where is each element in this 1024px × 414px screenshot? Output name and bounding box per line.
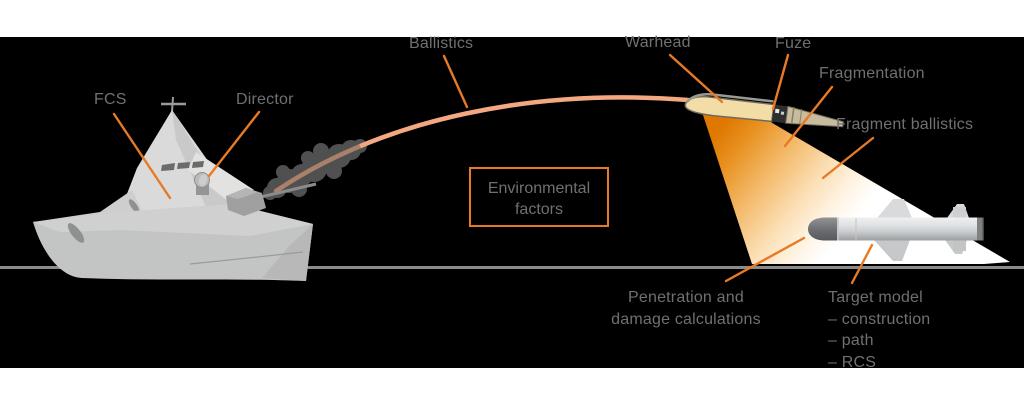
trajectory-arc xyxy=(273,95,691,194)
deckhouse-vent xyxy=(128,199,140,213)
missile-nose xyxy=(808,217,837,241)
fuze-detail xyxy=(774,108,780,114)
label-director: Director xyxy=(236,91,294,108)
leader-fragmentation xyxy=(783,85,834,148)
label-fragmentation: Fragmentation xyxy=(819,65,925,82)
missile-tail-stub-bottom xyxy=(953,240,966,251)
ship-illustration xyxy=(33,96,317,281)
nose-cone-stripe xyxy=(790,107,795,125)
leader-warhead xyxy=(668,53,724,104)
missile-lower-wing xyxy=(874,240,910,261)
target-model-title: Target model xyxy=(828,289,923,306)
hull-chine-line xyxy=(189,251,304,265)
missile-aft xyxy=(977,217,983,241)
missile-body xyxy=(831,217,978,241)
label-fcs: FCS xyxy=(94,91,127,108)
director-dish-face xyxy=(198,174,208,186)
bottom-white-band xyxy=(0,368,1024,414)
leader-director xyxy=(207,110,261,178)
nose-cone-stripe-2 xyxy=(799,109,803,125)
horizon-line xyxy=(0,266,1024,269)
leader-ballistics xyxy=(442,54,469,109)
missile-upper-wing xyxy=(877,199,912,218)
penetration-line1: Penetration and xyxy=(628,289,744,306)
environmental-factors-line2: factors xyxy=(514,201,563,218)
label-fragment-ballistics: Fragment ballistics xyxy=(836,116,974,133)
projectile-shell xyxy=(684,93,844,128)
environmental-factors-line1: Environmental xyxy=(487,180,591,197)
bridge-face xyxy=(188,152,254,201)
label-fuze: Fuze xyxy=(775,35,812,52)
label-penetration-damage: Penetration and damage calculations xyxy=(576,287,796,330)
target-model-item-rcs: – RCS xyxy=(828,353,877,371)
environmental-factors-box: Environmental factors xyxy=(469,167,609,227)
target-missile xyxy=(808,199,984,261)
bow-shade xyxy=(262,224,313,281)
target-model-item-path: – path xyxy=(828,332,874,350)
leader-penetration xyxy=(724,236,806,283)
missile-tail-stub-top xyxy=(953,207,966,218)
hull-vent xyxy=(67,223,85,243)
leader-fuze xyxy=(771,53,790,111)
label-ballistics: Ballistics xyxy=(409,35,474,52)
top-white-band xyxy=(0,0,1024,37)
leader-fragment-ballistics xyxy=(821,136,875,180)
penetration-line2: damage calculations xyxy=(611,310,761,328)
label-warhead: Warhead xyxy=(625,34,691,51)
gun-turret-top xyxy=(226,188,258,199)
leader-lines xyxy=(112,53,875,285)
bridge-windows xyxy=(161,161,204,171)
target-model-item-construction: – construction xyxy=(828,310,931,328)
leader-target-model xyxy=(850,243,874,285)
leader-fcs xyxy=(112,112,172,200)
label-target-model: Target model – construction – path – RCS xyxy=(828,287,930,373)
fuze-detail-2 xyxy=(780,111,785,115)
